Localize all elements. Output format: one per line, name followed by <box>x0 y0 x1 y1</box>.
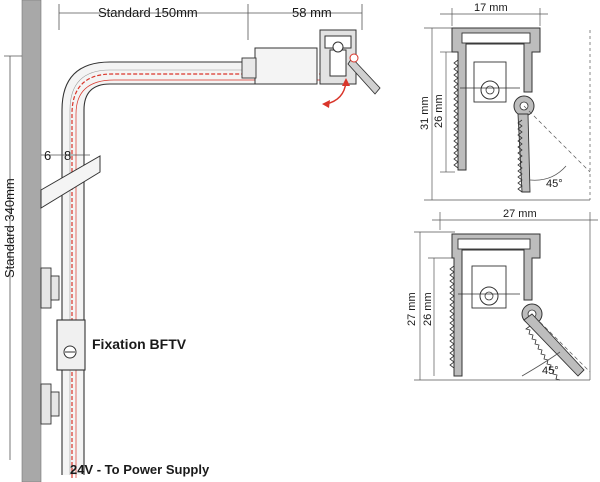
arm-end-pivot <box>349 53 359 63</box>
top-profile-body <box>451 27 541 171</box>
top-profile-teeth <box>453 59 459 169</box>
wall <box>21 0 42 482</box>
top-profile-cover <box>461 32 531 44</box>
bottom-height-outer-label: 27 mm <box>406 292 418 326</box>
bottom-flap-teeth <box>525 325 561 381</box>
top-profile-flap <box>517 113 531 193</box>
wall-bracket-bottom <box>40 383 60 425</box>
top-angle-line <box>523 105 591 173</box>
power-label: 24V - To Power Supply <box>70 462 210 477</box>
bottom-height-inner-label: 26 mm <box>422 292 434 326</box>
height-dimension <box>4 55 22 460</box>
arm-connector <box>254 47 318 85</box>
top-angle-arc <box>529 165 567 181</box>
power-cable <box>71 73 330 478</box>
support-strut <box>40 155 101 209</box>
offset-label: 58 mm <box>292 5 332 20</box>
bottom-profile-dimensions <box>414 212 598 381</box>
bottom-profile-flap <box>523 313 585 377</box>
bottom-profile-teeth <box>449 265 455 369</box>
bottom-width-label: 27 mm <box>503 208 537 220</box>
rotation-arrow-head-2 <box>342 78 350 86</box>
dim-8-label: 8 <box>64 148 71 163</box>
top-height-outer-label: 31 mm <box>419 96 431 130</box>
fixation-clamp <box>56 319 86 371</box>
bottom-profile-cover <box>457 238 531 250</box>
bottom-angle-line <box>539 321 591 373</box>
top-profile-dimensions <box>424 8 591 201</box>
bottom-angle-arc <box>521 351 561 377</box>
standard-height-label: Standard 340mm <box>2 178 17 278</box>
top-width-label: 17 mm <box>474 2 508 14</box>
rotation-arrow-head <box>322 100 330 108</box>
fixation-label: Fixation BFTV <box>92 336 187 352</box>
arm-end-flap <box>347 57 381 95</box>
bottom-angle-label: 45° <box>542 365 559 377</box>
top-height-inner-label: 26 mm <box>433 94 445 128</box>
standard-width-label: Standard 150mm <box>98 5 198 20</box>
width-dimension <box>58 4 363 40</box>
arm-tube <box>61 61 259 475</box>
arm-tube-highlight <box>69 69 258 475</box>
top-flap-teeth <box>517 119 523 193</box>
top-angle-label: 45° <box>546 178 563 190</box>
dim-6-label: 6 <box>44 148 51 163</box>
wall-bracket-top <box>40 267 60 309</box>
arm-collar <box>241 57 257 79</box>
power-cable-2 <box>75 79 330 478</box>
